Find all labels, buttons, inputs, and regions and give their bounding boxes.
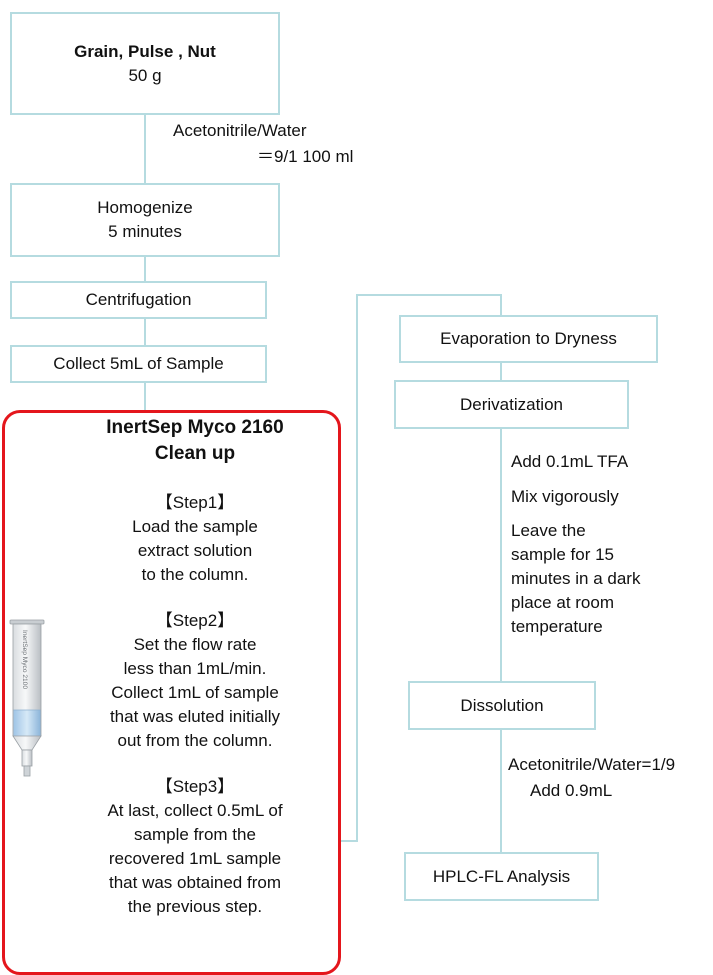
collect-label: Collect 5mL of Sample (53, 354, 224, 373)
leave-note-line: sample for 15 (511, 545, 614, 564)
evaporation-label: Evaporation to Dryness (440, 329, 617, 348)
solvent-note-line2: ＝9/1 100 ml (257, 147, 354, 166)
centrifugation-box: Centrifugation (10, 281, 267, 319)
dissolution-box: Dissolution (408, 681, 596, 730)
centrifugation-label: Centrifugation (85, 290, 192, 309)
sample-title: Grain, Pulse , Nut (74, 41, 216, 61)
leave-note-line: place at room (511, 593, 614, 612)
connector-centrifugation-to-collect (144, 318, 146, 346)
step3-line: the previous step. (127, 897, 263, 916)
step3-line: that was obtained from (109, 873, 281, 892)
step2-line: Set the flow rate (133, 635, 257, 654)
cleanup-title: InertSep Myco 2160 Clean up (65, 415, 325, 467)
collect-box: Collect 5mL of Sample (10, 345, 267, 383)
step3-line: sample from the (134, 825, 256, 844)
connector-top-horizontal (356, 294, 502, 296)
connector-evaporation-to-derivatization (500, 362, 502, 380)
sample-box: Grain, Pulse , Nut 50 g (10, 12, 280, 115)
cleanup-panel: InertSep Myco 2160 Clean up 【Step1】 Load… (2, 410, 341, 975)
add-tfa-note: Add 0.1mL TFA (511, 452, 629, 471)
step3-block: 【Step3】 At last, collect 0.5mL of sample… (65, 775, 325, 919)
connector-sample-to-homogenize (144, 114, 146, 184)
step3-line: recovered 1mL sample (108, 849, 282, 868)
derivatization-box: Derivatization (394, 380, 629, 429)
solvent-note: Acetonitrile/Water ＝9/1 100 ml (173, 118, 353, 170)
spe-column-icon: InertSep Myco 2100 (9, 619, 45, 777)
step3-line: At last, collect 0.5mL of (107, 801, 283, 820)
step1-line: extract solution (137, 541, 253, 560)
step1-line: to the column. (141, 565, 249, 584)
solvent-note-line1: Acetonitrile/Water (173, 121, 307, 140)
hplc-box: HPLC-FL Analysis (404, 852, 599, 901)
evaporation-box: Evaporation to Dryness (399, 315, 658, 363)
leave-note-line: Leave the (511, 521, 586, 540)
step1-block: 【Step1】 Load the sample extract solution… (65, 491, 325, 587)
connector-collect-to-cleanup (144, 382, 146, 412)
cleanup-title-line2: Clean up (154, 443, 236, 464)
step2-header: 【Step2】 (155, 611, 235, 630)
connector-dissolution-to-hplc (500, 729, 502, 853)
step2-line: out from the column. (117, 731, 273, 750)
homogenize-line2: 5 minutes (108, 222, 182, 241)
connector-homogenize-to-centrifugation (144, 256, 146, 282)
leave-note-line: temperature (511, 617, 603, 636)
connector-cleanup-out (340, 840, 357, 842)
homogenize-box: Homogenize 5 minutes (10, 183, 280, 257)
leave-note-line: minutes in a dark (511, 569, 641, 588)
step2-line: Collect 1mL of sample (111, 683, 279, 702)
mix-note: Mix vigorously (511, 487, 619, 506)
homogenize-line1: Homogenize (97, 198, 193, 217)
step1-line: Load the sample (132, 517, 258, 536)
connector-to-evaporation (500, 294, 502, 316)
derivatization-label: Derivatization (460, 394, 563, 414)
connector-derivatization-to-dissolution (500, 428, 502, 682)
dissolution-label: Dissolution (460, 695, 544, 715)
hplc-label: HPLC-FL Analysis (432, 866, 571, 886)
dissolution-note-line2: Add 0.9mL (530, 781, 613, 800)
sample-amount: 50 g (128, 65, 162, 85)
dissolution-note-line1: Acetonitrile/Water=1/9 (508, 755, 676, 774)
step1-header: 【Step1】 (155, 493, 235, 512)
step3-header: 【Step3】 (155, 777, 235, 796)
leave-note: Leave the sample for 15 minutes in a dar… (511, 519, 640, 639)
dissolution-note: Acetonitrile/Water=1/9 Add 0.9mL (508, 752, 675, 804)
cleanup-title-line1: InertSep Myco 2160 (106, 417, 284, 438)
step2-line: that was eluted initially (109, 707, 281, 726)
step2-block: 【Step2】 Set the flow rate less than 1mL/… (65, 609, 325, 753)
step2-line: less than 1mL/min. (123, 659, 267, 678)
connector-up-vertical (356, 294, 358, 842)
column-label: InertSep Myco 2100 (21, 630, 28, 689)
